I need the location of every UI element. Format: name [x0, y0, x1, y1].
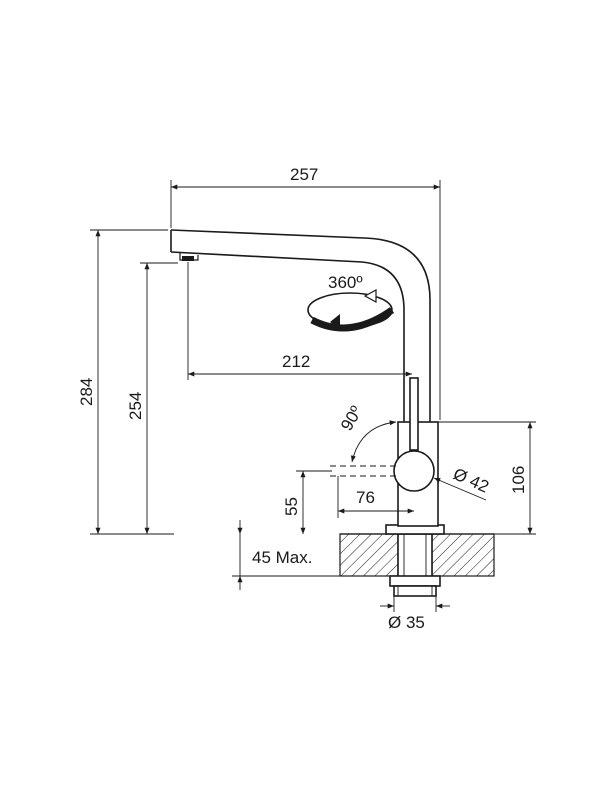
label-55: 55 [282, 497, 301, 516]
dim-total-height [90, 229, 174, 535]
countertop [339, 533, 495, 577]
dim-lever-angle [350, 420, 397, 463]
dim-spout-reach-total [170, 180, 441, 420]
mounting-shank [389, 533, 441, 597]
label-dia-35: Ø 35 [388, 613, 425, 632]
label-45-max: 45 Max. [252, 548, 312, 567]
dim-handle-reach [337, 476, 414, 518]
label-254: 254 [126, 392, 145, 420]
lever-handle [330, 377, 435, 492]
label-284: 284 [77, 378, 96, 406]
dim-handle-height [296, 470, 332, 534]
dim-body-height [438, 421, 536, 535]
label-257: 257 [290, 165, 318, 184]
spout [170, 229, 431, 422]
dim-max-thickness [232, 520, 340, 590]
label-dia-42: Ø 42 [450, 464, 491, 496]
dim-spout-reach-outlet [187, 262, 412, 380]
label-360: 360º [328, 273, 363, 292]
dim-outlet-height [140, 262, 178, 534]
label-90: 90º [337, 403, 366, 434]
rotation-arrow-icon [307, 288, 395, 332]
dim-mount-diameter [380, 596, 450, 612]
label-76: 76 [356, 488, 375, 507]
label-212: 212 [282, 352, 310, 371]
dim-body-diameter [433, 477, 487, 501]
label-106: 106 [509, 466, 528, 494]
